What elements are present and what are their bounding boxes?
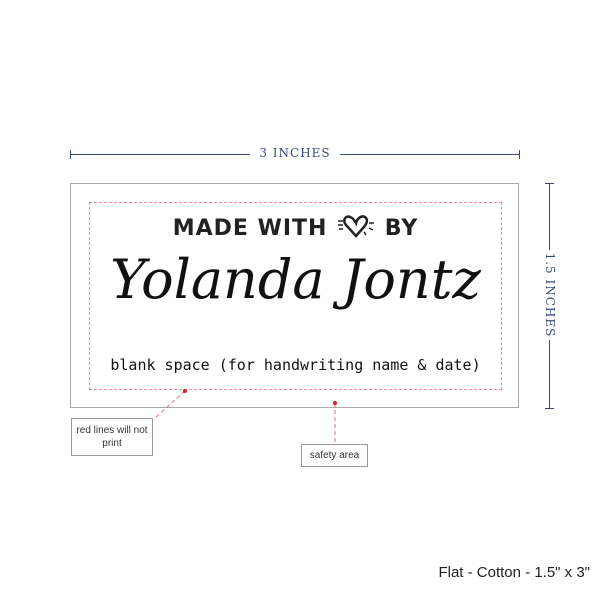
red-lines-marker [183,389,187,393]
blank-space-text: blank space (for handwriting name & date… [110,356,481,374]
red-lines-callout: red lines will not print [71,418,153,456]
made-with-text: MADE WITH [172,216,328,241]
safety-area-callout: safety area [301,444,368,467]
made-with-love-line: MADE WITH BY [89,213,502,245]
label-outline [70,183,519,408]
heart-icon [336,213,376,245]
product-caption: Flat - Cotton - 1.5" x 3" [438,564,590,581]
name-script: Yolanda Jontz [110,248,481,311]
safety-area-marker [333,401,337,405]
safety-area-outline [89,202,502,390]
by-text: BY [384,216,419,241]
red-lines-leader [154,390,186,419]
width-dimension-label: 3 INCHES [250,146,340,160]
